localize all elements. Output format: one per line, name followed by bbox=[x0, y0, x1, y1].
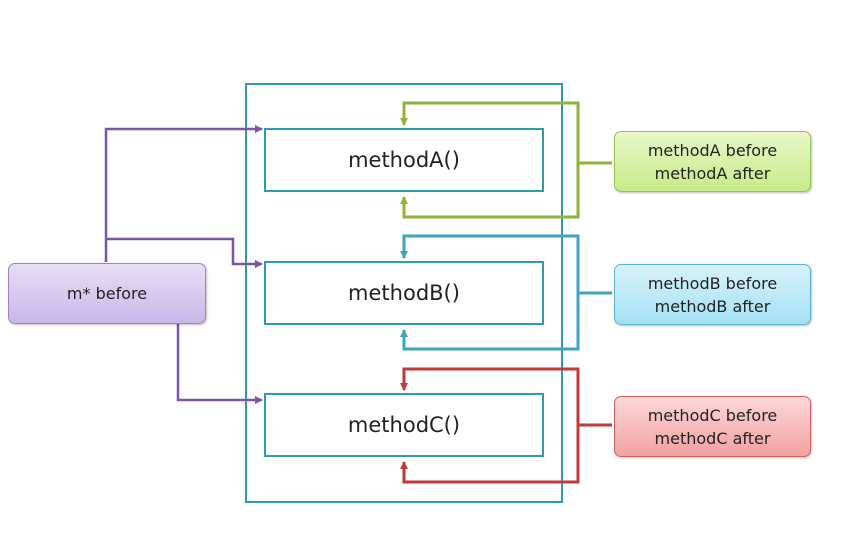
after-advice-label: methodC after bbox=[654, 428, 771, 448]
before-advice-label: methodB before bbox=[647, 273, 778, 293]
method-box-b: methodB() bbox=[264, 261, 544, 325]
method-label: methodA() bbox=[348, 148, 460, 172]
method-label: methodC() bbox=[347, 413, 461, 437]
common-advice-label: m* before bbox=[66, 284, 148, 303]
method-box-a: methodA() bbox=[264, 128, 544, 192]
method-label: methodB() bbox=[348, 281, 460, 305]
before-advice-label: methodC before bbox=[647, 405, 778, 425]
methodA-advice-callout: methodA before methodA after bbox=[614, 131, 811, 192]
methodB-advice-loop bbox=[400, 234, 612, 351]
method-box-c: methodC() bbox=[264, 393, 544, 457]
methodC-advice-loop bbox=[400, 367, 612, 484]
methodB-advice-callout: methodB before methodB after bbox=[614, 264, 811, 325]
before-advice-label: methodA before bbox=[647, 140, 778, 160]
methodA-advice-loop bbox=[400, 101, 612, 219]
class-container bbox=[245, 83, 563, 503]
common-advice-connectors bbox=[104, 125, 263, 404]
after-advice-label: methodA after bbox=[654, 163, 771, 183]
common-advice-callout: m* before bbox=[8, 263, 206, 324]
after-advice-label: methodB after bbox=[654, 296, 771, 316]
methodC-advice-callout: methodC before methodC after bbox=[614, 396, 811, 457]
